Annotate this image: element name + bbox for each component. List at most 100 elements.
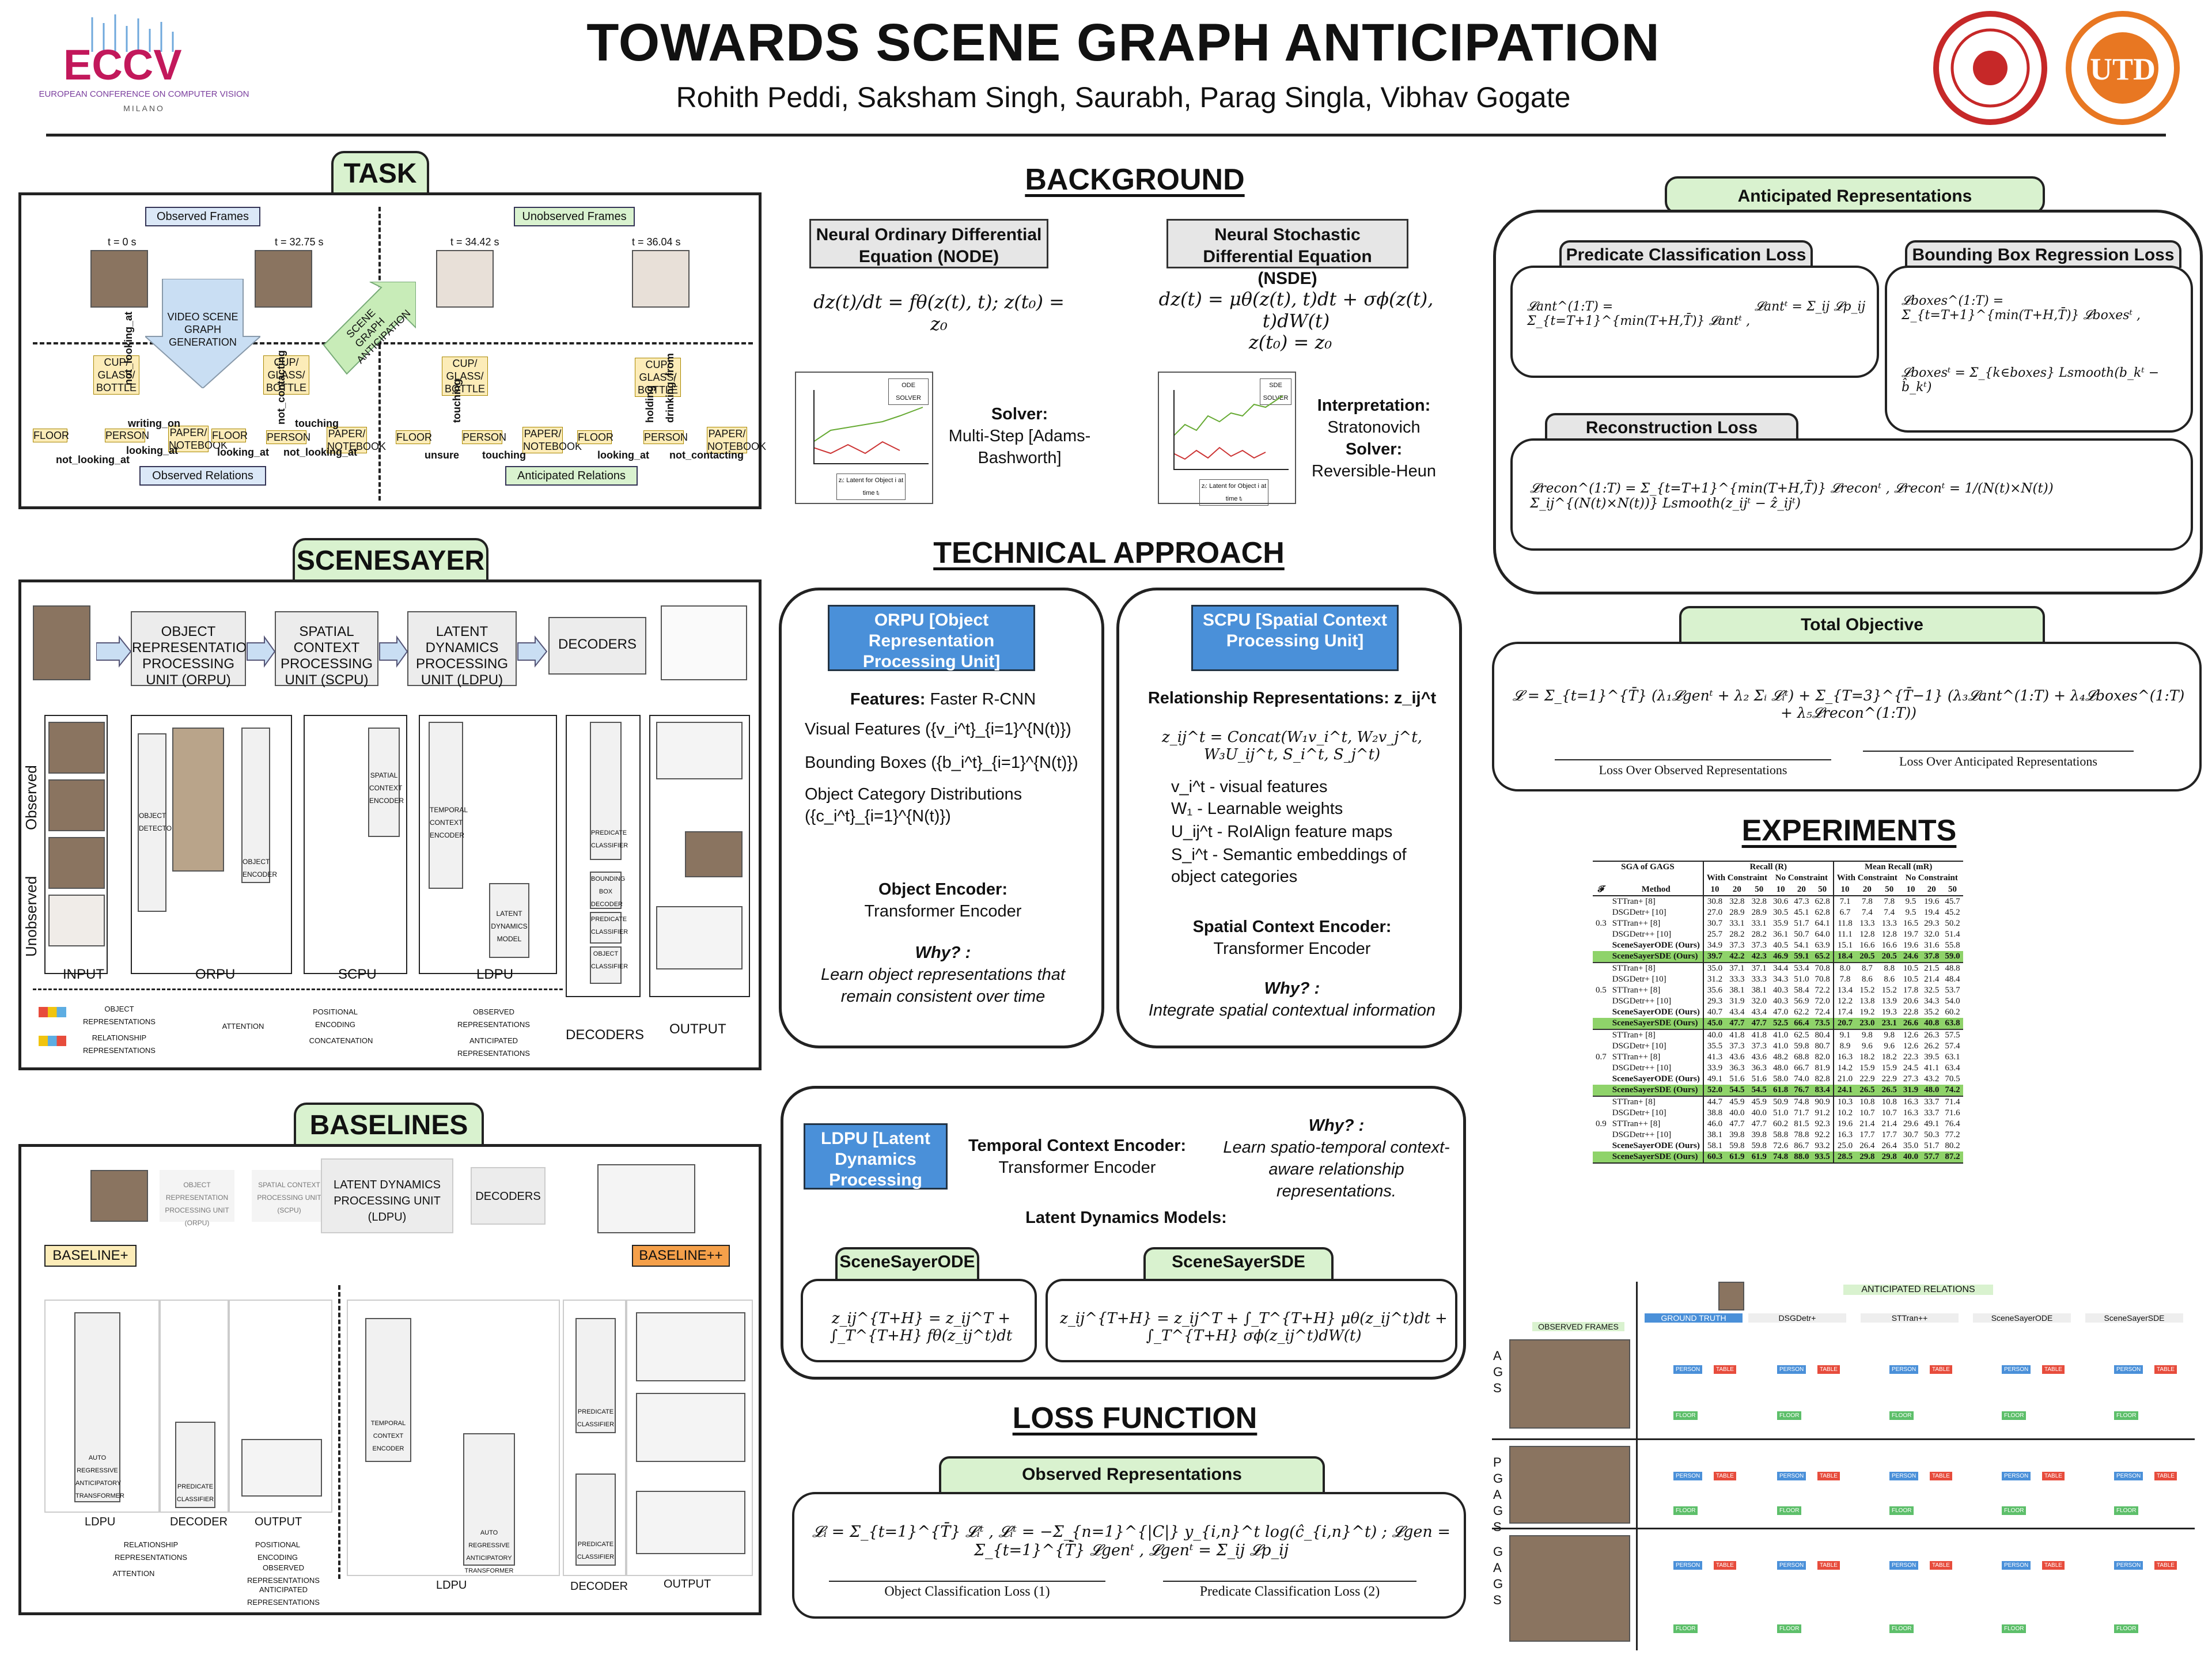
table-value-cell: 16.3 (1832, 1052, 1857, 1063)
qual-node: PERSON (1777, 1561, 1806, 1570)
table-value-cell: 45.1 (1794, 908, 1809, 917)
table-value-cell: 54.5 (1726, 1085, 1748, 1096)
svg-text:ECCV: ECCV (63, 41, 182, 86)
node-cup-3: CUP/ GLASS/ BOTTLE (635, 358, 681, 397)
table-value-cell: 34.9 (1702, 940, 1726, 951)
table-value-cell: 53.4 (1791, 962, 1812, 974)
table-value-cell: 29.3 (1924, 919, 1940, 928)
qual-column-header: GROUND TRUTH (1645, 1313, 1743, 1323)
table-value-cell: 43.6 (1751, 1052, 1767, 1062)
table-value-cell: 8.9 (1832, 1041, 1857, 1052)
table-f-cell (1593, 1152, 1609, 1163)
frame-image-0 (90, 250, 148, 308)
node-floor-0: FLOOR (33, 429, 70, 442)
table-value-cell: 40.7 (1702, 1007, 1726, 1018)
table-value-cell: 46.9 (1770, 951, 1791, 963)
table-method-cell: SceneSayerODE (Ours) (1612, 941, 1700, 950)
table-value-cell: 8.8 (1878, 962, 1900, 974)
table-value-cell: 78.8 (1794, 1130, 1809, 1139)
legend-rel: RELATIONSHIP REPRESENTATIONS (83, 1033, 156, 1055)
orpu-bullet-2: Bounding Boxes ({b_i^t}_{i=1}^{N(t)}) (805, 753, 1078, 772)
qual-node: PERSON (1889, 1472, 1919, 1480)
table-value-cell: 21.4 (1881, 1119, 1897, 1128)
table-value-cell: 51.6 (1729, 1074, 1745, 1084)
svg-text:UTD: UTD (2090, 52, 2156, 86)
obs-loss-caption-1: Object Classification Loss (1) (829, 1581, 1105, 1600)
table-value-cell: 76.4 (1945, 1119, 1960, 1128)
rel-looking-at: looking_at (126, 445, 179, 456)
table-method-cell: DSGDetr+ [10] (1612, 1041, 1666, 1051)
table-value-cell: 49.1 (1924, 1119, 1940, 1128)
baseline-plusplus-badge: BASELINE++ (632, 1245, 730, 1267)
bplus-output-label: OUTPUT (255, 1516, 302, 1528)
table-value-cell: 60.2 (1945, 1007, 1960, 1017)
table-f-cell (1593, 1029, 1609, 1041)
table-wc-2: With Constraint (1832, 873, 1900, 884)
qual-node: TABLE (1817, 1561, 1840, 1570)
anticipated-panel: Predicate Classification Loss 𝓛ant^(1:T)… (1493, 210, 2203, 594)
orpu-encoder-value: Transformer Encoder (864, 902, 1022, 921)
ldpu-encoder-label: Temporal Context Encoder: (968, 1137, 1187, 1155)
table-value-cell: 48.0 (1921, 1085, 1942, 1096)
qual-node: TABLE (2154, 1365, 2177, 1374)
table-value-cell: 51.6 (1751, 1074, 1767, 1084)
table-value-cell: 77.2 (1945, 1130, 1960, 1139)
table-value-cell: 47.0 (1772, 1007, 1789, 1017)
table-method-cell: STTran+ [8] (1609, 1029, 1703, 1041)
baselines-tab: BASELINES (294, 1103, 484, 1144)
sde-tab: SceneSayerSDE (1143, 1247, 1334, 1279)
table-k-header: 20 (1797, 884, 1806, 894)
table-value-cell: 10.5 (1900, 962, 1922, 974)
legend-attention: ATTENTION (222, 1022, 264, 1031)
table-method-cell: SceneSayerODE (Ours) (1612, 1141, 1700, 1150)
table-value-cell: 12.6 (1900, 1029, 1922, 1041)
table-value-cell: 9.5 (1905, 908, 1916, 917)
recon-loss-box: 𝓛recon^(1:T) = Σ_{t=T+1}^{min(T+H,T̄)} 𝓛… (1510, 438, 2193, 551)
table-value-cell: 34.3 (1772, 975, 1789, 984)
object-encoder: OBJECT ENCODER (241, 728, 277, 883)
qual-node: FLOOR (2114, 1506, 2139, 1515)
table-f-cell (1593, 929, 1609, 940)
table-k-header: 10 (1832, 884, 1857, 896)
table-method-cell: DSGDetr+ [10] (1612, 975, 1666, 984)
qual-node: FLOOR (1889, 1411, 1914, 1420)
table-value-cell: 90.9 (1812, 1096, 1834, 1108)
table-k-header: 10 (1906, 884, 1915, 894)
qual-observed-frame (1509, 1339, 1630, 1429)
table-value-cell: 37.3 (1729, 941, 1745, 950)
node-cup-1: CUP/ GLASS/ BOTTLE (263, 355, 309, 395)
table-value-cell: 12.8 (1881, 930, 1897, 939)
table-value-cell: 28.5 (1832, 1152, 1857, 1163)
table-value-cell: 15.2 (1859, 986, 1875, 995)
table-value-cell: 72.2 (1815, 986, 1830, 995)
node-cup-2: CUP/ GLASS/ BOTTLE (442, 357, 488, 396)
table-value-cell: 29.6 (1903, 1119, 1919, 1128)
table-value-cell: 81.9 (1815, 1063, 1830, 1073)
qual-row-divider (1492, 1528, 2195, 1529)
table-f-cell (1593, 1041, 1609, 1052)
table-value-cell: 31.9 (1900, 1085, 1922, 1096)
table-value-cell: 34.3 (1924, 997, 1940, 1006)
predicate-classifier-ant: PREDICATE CLASSIFIER (590, 912, 628, 944)
table-value-cell: 41.0 (1770, 1029, 1791, 1041)
qual-node: FLOOR (2114, 1624, 2139, 1633)
qualitative-panel: ANTICIPATED RELATIONS OBSERVED FRAMES GR… (1492, 1282, 2195, 1650)
table-value-cell: 8.0 (1832, 962, 1857, 974)
sde-latent-caption: zᵢ: Latent for Object i at time tᵢ (1199, 479, 1268, 506)
table-k-header: 50 (1885, 884, 1894, 894)
table-value-cell: 25.7 (1702, 929, 1726, 940)
orpu-features: Features: Faster R-CNN (793, 688, 1093, 710)
node-solver: Solver: Multi-Step [Adams-Bashworth] (933, 403, 1106, 469)
table-recall-header: Recall (R) (1702, 861, 1834, 873)
table-method-cell: SceneSayerSDE (Ours) (1609, 1018, 1703, 1029)
table-value-cell: 36.3 (1751, 1063, 1767, 1073)
table-value-cell: 54.5 (1748, 1085, 1770, 1096)
bplus-predicate-classifier: PREDICATE CLASSIFIER (175, 1422, 215, 1508)
output-graph-3 (656, 906, 743, 969)
pp-ar-transformer: AUTO REGRESSIVE ANTICIPATORY TRANSFORMER (463, 1433, 515, 1574)
ar-transformer: AUTO REGRESSIVE ANTICIPATORY TRANSFORMER (74, 1312, 124, 1502)
